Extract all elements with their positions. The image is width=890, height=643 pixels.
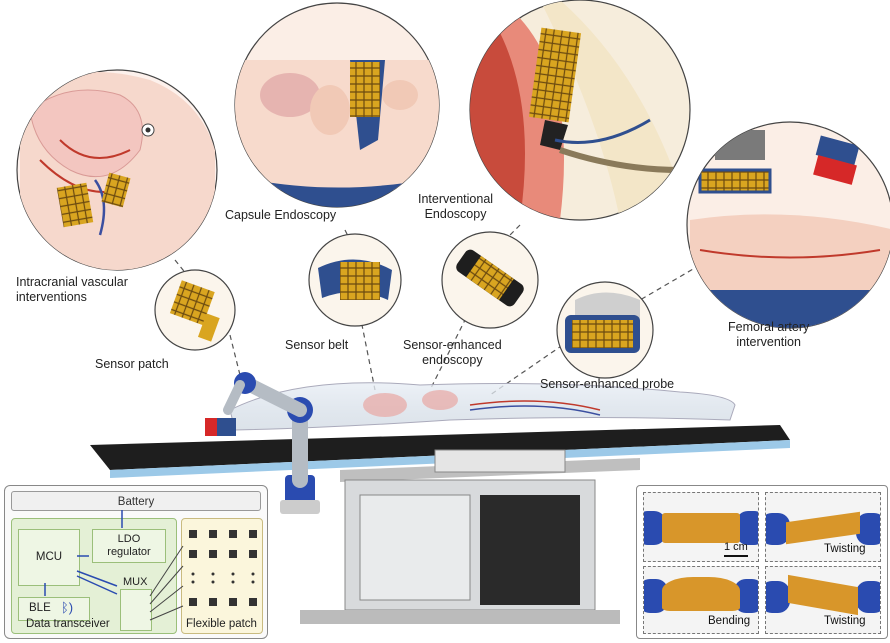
flexible-patch-block: Flexible patch [181, 518, 263, 634]
label-interventional-endoscopy: Interventional Endoscopy [418, 192, 494, 221]
photo-grid: 1 cm Twisting Bending Twisting [636, 485, 888, 639]
photo-flat: 1 cm [643, 492, 759, 562]
capsule-scene [234, 2, 440, 208]
data-transceiver-label: Data transceiver [26, 618, 110, 630]
battery-block: Battery [11, 491, 261, 511]
scale-bar [724, 555, 748, 557]
photo-twisting-1: Twisting [765, 492, 881, 562]
twisting-label-2: Twisting [824, 615, 866, 627]
label-intracranial: Intracranial vascular interventions [16, 275, 128, 304]
photo-twisting-2: Twisting [765, 566, 881, 634]
ldo-label: LDO regulator [107, 533, 151, 558]
flexible-sensor-sheet [788, 574, 858, 616]
glove-right-icon [736, 511, 758, 545]
ble-label: BLE [29, 602, 51, 614]
operating-table [90, 425, 790, 624]
ldo-block: LDO regulator [92, 529, 166, 563]
flexible-sensor-sheet [662, 577, 740, 611]
femoral-scene [686, 121, 890, 329]
ble-block: BLE ᛒ) [18, 597, 90, 621]
sensor-endoscopy-icon [441, 231, 539, 329]
robot-arm [205, 372, 320, 514]
label-sensor-patch: Sensor patch [95, 357, 169, 371]
bending-label: Bending [708, 615, 751, 627]
connector-lines [174, 224, 701, 396]
mux-label: MUX [123, 576, 148, 588]
glove-right-icon [856, 513, 880, 545]
label-capsule-endoscopy: Capsule Endoscopy [225, 208, 337, 222]
flexible-patch-label: Flexible patch [186, 618, 257, 630]
patient-body [229, 382, 736, 431]
intracranial-scene [16, 69, 218, 271]
circuit-wiring [44, 510, 257, 621]
sensor-patch-icon [154, 269, 236, 351]
photo-bending: Bending [643, 566, 759, 634]
transceiver-block: MCU LDO regulator BLE ᛒ) MUX Data transc… [11, 518, 177, 634]
mcu-label: MCU [35, 551, 63, 563]
circuit-diagram: Battery MCU LDO regulator BLE ᛒ) MUX Dat… [4, 485, 268, 639]
label-sensor-enhanced-probe: Sensor-enhanced probe [540, 377, 675, 391]
glove-left-icon [644, 511, 666, 545]
flexible-sensor-sheet [786, 511, 860, 545]
interventional-scene [469, 0, 691, 221]
sensor-probe-icon [556, 281, 654, 379]
flexible-sensor-sheet [662, 513, 740, 543]
label-sensor-enhanced-endoscopy: Sensor-enhanced endoscopy [403, 338, 502, 367]
mux-block: MUX [120, 576, 152, 631]
battery-label: Battery [117, 496, 155, 508]
twisting-label-1: Twisting [824, 543, 866, 555]
bluetooth-icon: ᛒ) [61, 600, 74, 615]
glove-right-icon [856, 581, 880, 613]
glove-left-icon [766, 581, 790, 613]
label-sensor-belt: Sensor belt [285, 338, 349, 352]
sensor-belt-icon [308, 233, 402, 327]
label-femoral-artery: Femoral artery intervention [728, 320, 810, 349]
mcu-block: MCU [18, 529, 80, 586]
scale-bar-label: 1 cm [724, 541, 748, 553]
